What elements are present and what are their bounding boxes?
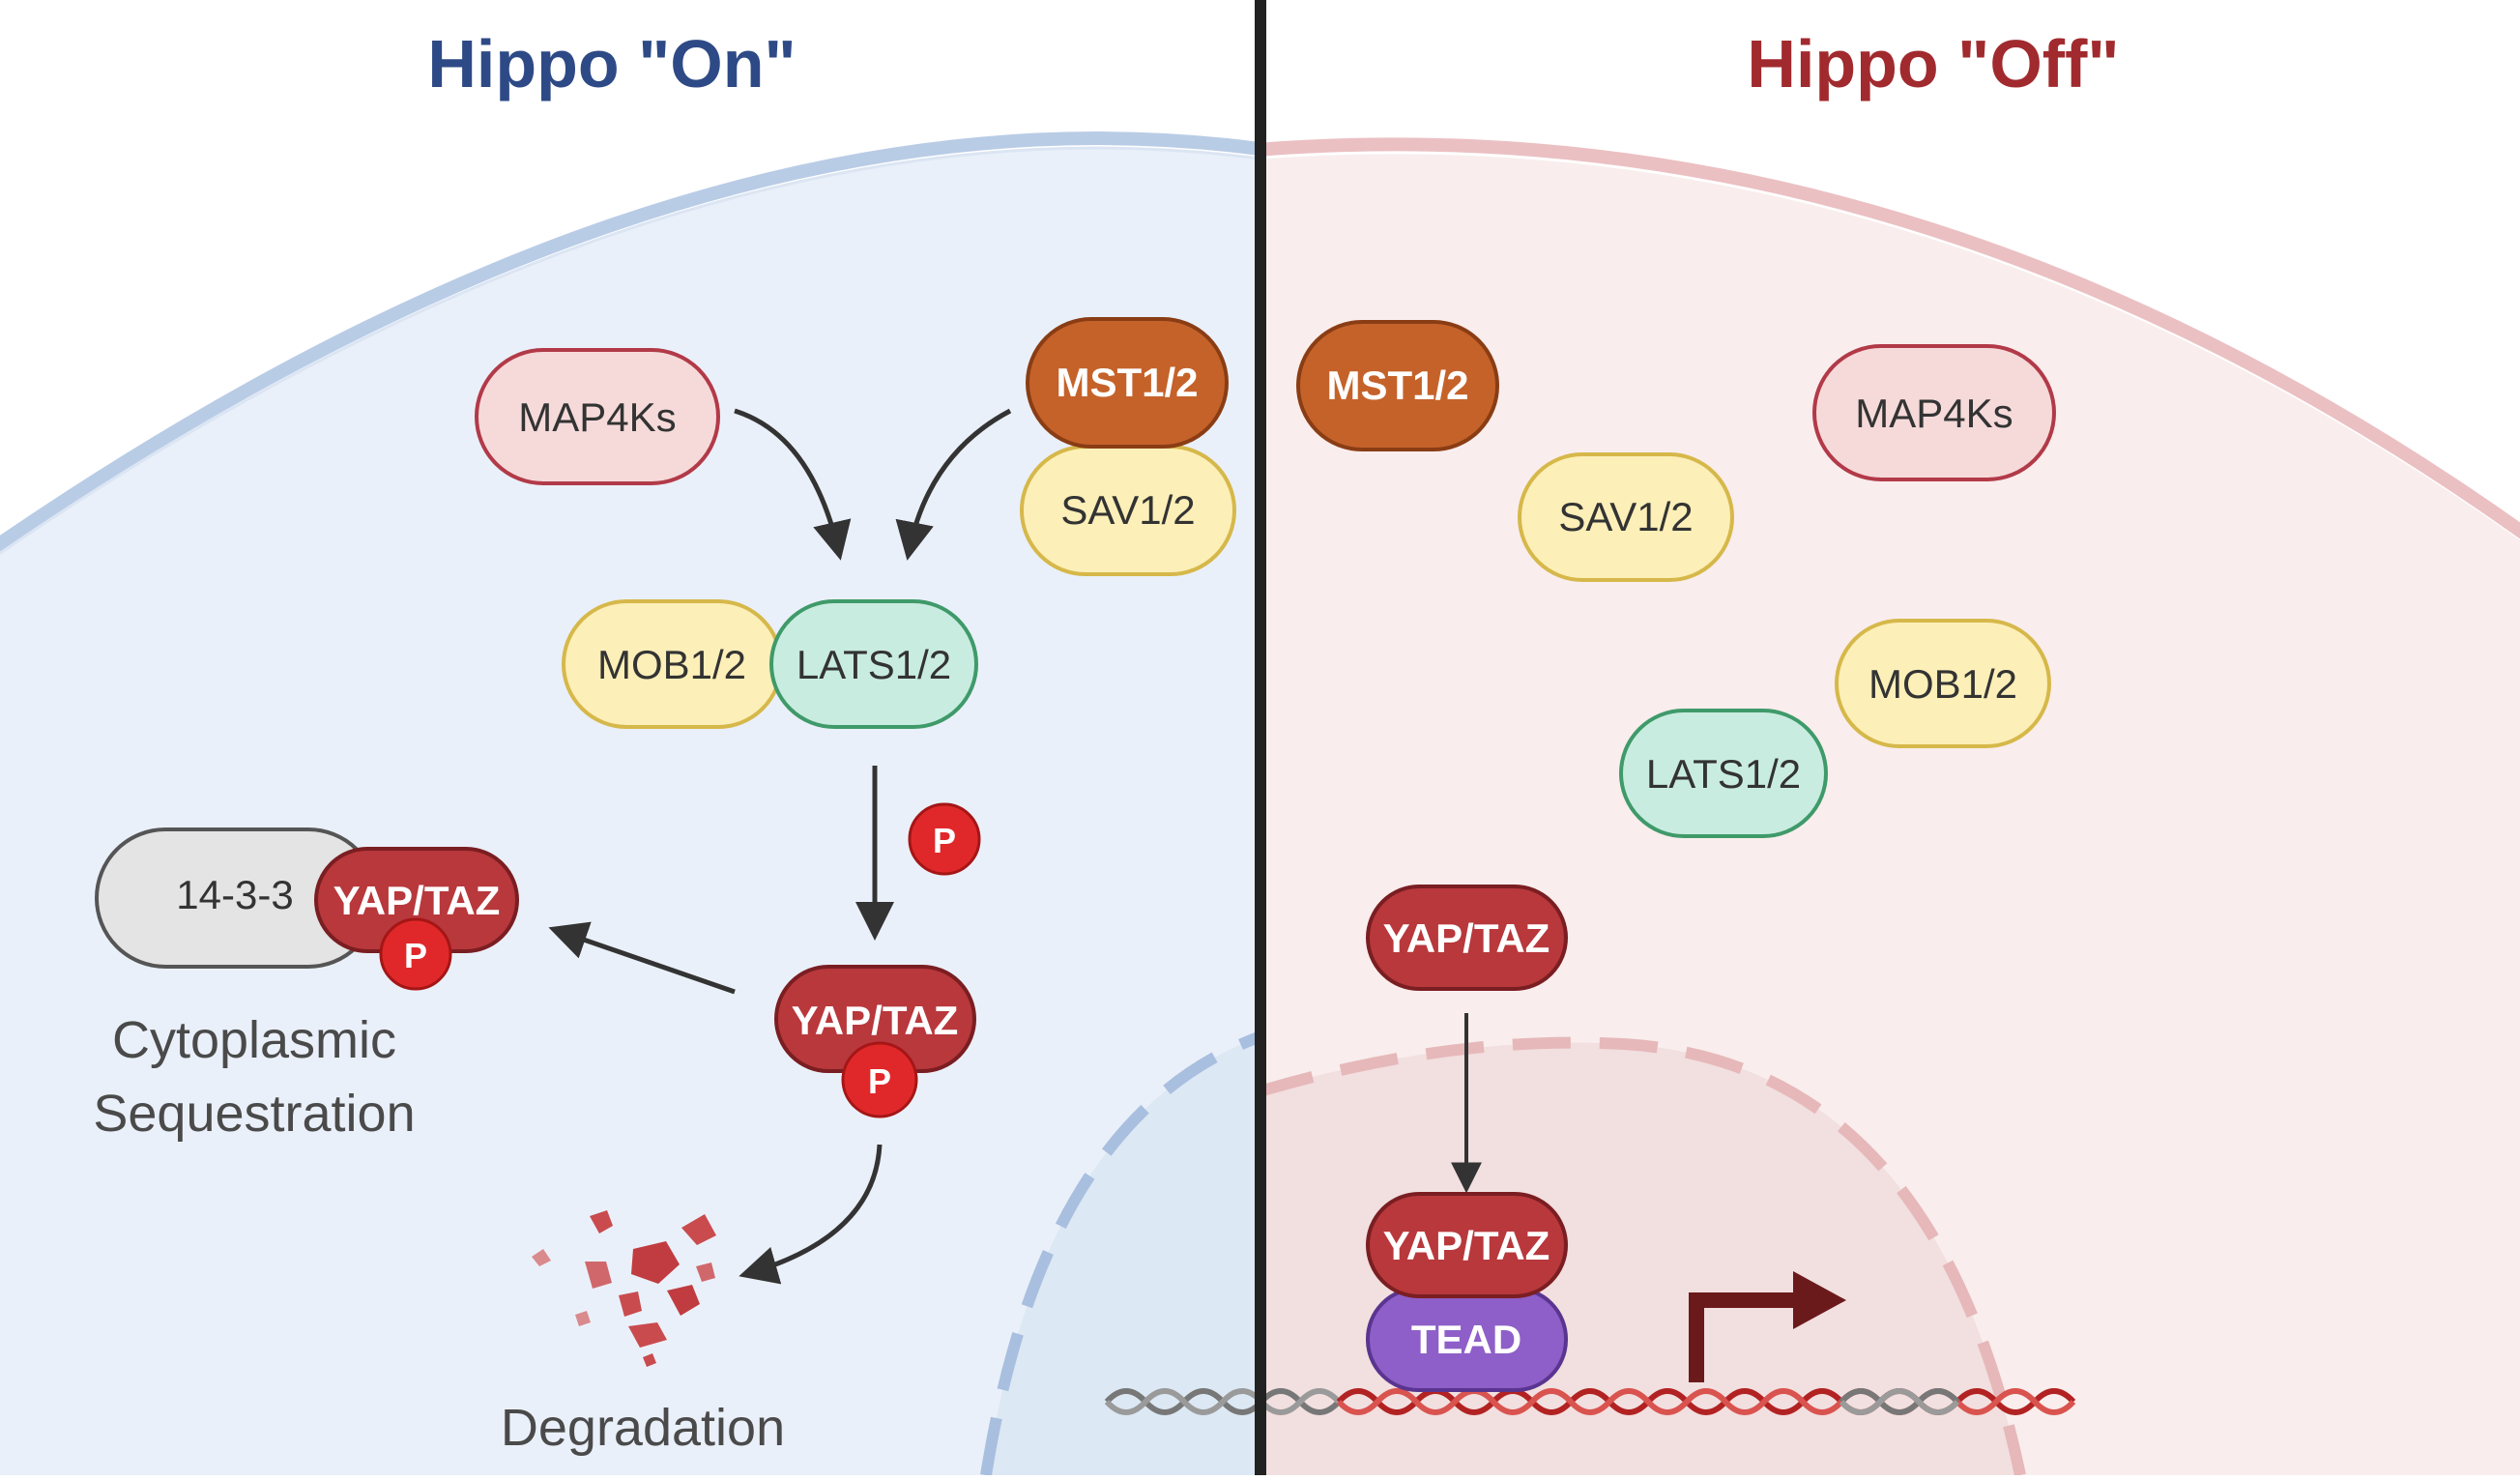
svg-text:MOB1/2: MOB1/2 xyxy=(1868,661,2017,707)
left-nuclear-envelope xyxy=(980,1031,1257,1475)
svg-text:MST1/2: MST1/2 xyxy=(1056,360,1198,405)
right-lats: LATS1/2 xyxy=(1619,709,1828,838)
hippo-on-title: Hippo "On" xyxy=(427,26,796,102)
caption-cytoplasmic: Cytoplasmic xyxy=(112,1011,396,1069)
svg-text:MST1/2: MST1/2 xyxy=(1326,363,1468,408)
left-nucleus xyxy=(986,1037,1257,1475)
svg-text:LATS1/2: LATS1/2 xyxy=(797,642,951,687)
svg-text:MAP4Ks: MAP4Ks xyxy=(1855,391,2013,436)
right-cell-membrane xyxy=(1263,137,2520,539)
right-mst: MST1/2 xyxy=(1296,320,1499,451)
arrow-to-degradation xyxy=(739,1144,883,1285)
left-panel xyxy=(0,131,1257,1475)
transcription-arrow xyxy=(1689,1292,1793,1382)
svg-text:P: P xyxy=(404,936,427,975)
arrow-mst-to-lats xyxy=(895,408,1012,561)
left-map4ks: MAP4Ks xyxy=(475,348,720,485)
right-sav: SAV1/2 xyxy=(1518,452,1734,582)
left-cell-body xyxy=(0,148,1257,1475)
right-mob: MOB1/2 xyxy=(1835,619,2051,748)
left-mst: MST1/2 xyxy=(1026,317,1229,449)
arrow-to-sequestration xyxy=(548,921,736,995)
right-yaptaz-nuclear: YAP/TAZ xyxy=(1366,1192,1568,1298)
right-nuclear-envelope xyxy=(1263,1036,2026,1475)
right-yaptaz-cyto: YAP/TAZ xyxy=(1366,885,1568,991)
svg-text:SAV1/2: SAV1/2 xyxy=(1558,494,1693,539)
svg-text:LATS1/2: LATS1/2 xyxy=(1646,751,1801,797)
arrow-map4ks-to-lats xyxy=(734,408,852,561)
degradation-fragments xyxy=(532,1210,716,1367)
svg-text:YAP/TAZ: YAP/TAZ xyxy=(1383,915,1550,961)
left-cell-membrane xyxy=(0,131,1257,552)
left-sav: SAV1/2 xyxy=(1020,445,1236,576)
dna-helix xyxy=(1104,1388,2076,1415)
left-mob: MOB1/2 xyxy=(562,599,783,729)
right-map4ks: MAP4Ks xyxy=(1812,344,2056,481)
svg-text:YAP/TAZ: YAP/TAZ xyxy=(333,878,501,923)
complex-14-3-3-yaptaz: 14-3-3 YAP/TAZ P xyxy=(95,827,519,991)
right-tead: TEAD xyxy=(1366,1287,1568,1392)
svg-text:YAP/TAZ: YAP/TAZ xyxy=(1383,1223,1550,1268)
svg-text:14-3-3: 14-3-3 xyxy=(176,872,293,917)
svg-text:MOB1/2: MOB1/2 xyxy=(597,642,746,687)
phospho-badge-free: P xyxy=(908,802,981,876)
svg-text:P: P xyxy=(933,821,956,860)
transcription-arrowhead xyxy=(1793,1271,1846,1329)
hippo-off-title: Hippo "Off" xyxy=(1747,26,2119,102)
svg-text:P: P xyxy=(868,1061,891,1101)
caption-degradation: Degradation xyxy=(501,1399,785,1457)
left-lats: LATS1/2 xyxy=(769,599,978,729)
svg-text:TEAD: TEAD xyxy=(1411,1317,1521,1362)
caption-sequestration: Sequestration xyxy=(93,1085,415,1143)
svg-text:YAP/TAZ: YAP/TAZ xyxy=(792,998,959,1043)
svg-text:SAV1/2: SAV1/2 xyxy=(1060,487,1195,533)
left-yaptaz-phospho: YAP/TAZ P xyxy=(774,965,976,1118)
panel-divider xyxy=(1255,0,1266,1475)
svg-text:MAP4Ks: MAP4Ks xyxy=(518,394,676,440)
